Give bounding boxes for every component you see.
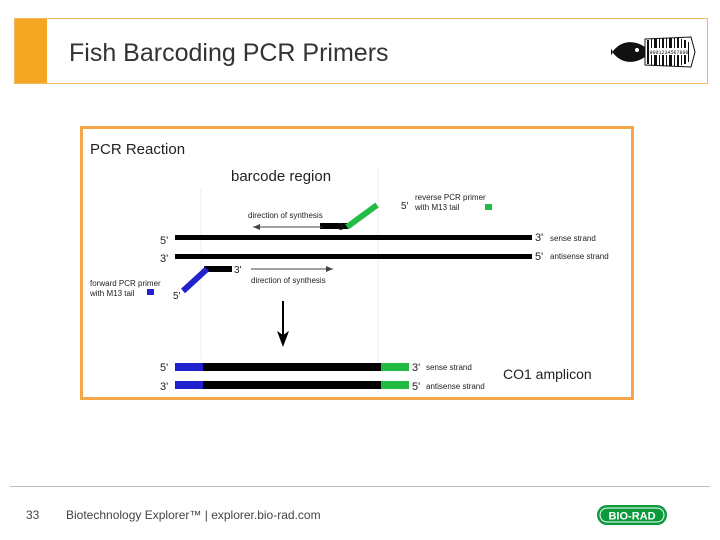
sense-template-strand xyxy=(175,235,532,240)
sense-strand-label: sense strand xyxy=(550,234,596,243)
biorad-logo: BIO-RAD xyxy=(596,504,668,531)
forward-primer-label: forward PCR primer xyxy=(90,279,161,288)
diagram-heading: PCR Reaction xyxy=(90,141,185,158)
direction-arrowhead-top xyxy=(253,224,260,230)
antisense-strand-label: antisense strand xyxy=(550,252,609,261)
biorad-logo-text: BIO-RAD xyxy=(608,511,655,523)
fish-barcode-logo: 9001234567890 xyxy=(609,27,697,82)
amplicon-antisense-forward-tail xyxy=(175,381,203,389)
amplicon-sense-core xyxy=(203,363,381,371)
fish-logo-digits: 9001234567890 xyxy=(649,50,688,56)
amplicon-sense-5prime: 5' xyxy=(160,362,168,374)
amplicon-antisense-3prime: 3' xyxy=(160,381,168,393)
footer-text: Biotechnology Explorer™ | explorer.bio-r… xyxy=(66,508,321,522)
amplicon-antisense-reverse-tail xyxy=(381,381,409,389)
reverse-primer-sublabel: with M13 tail xyxy=(414,203,460,212)
sense-5prime: 5' xyxy=(160,235,168,247)
amplicon-sense-reverse-tail xyxy=(381,363,409,371)
reverse-primer-3prime: 3' xyxy=(338,222,346,233)
antisense-5prime: 5' xyxy=(535,251,543,263)
antisense-template-strand xyxy=(175,254,532,259)
amplicon-antisense-5prime: 5' xyxy=(412,381,420,393)
title-bar: Fish Barcoding PCR Primers 9001234567890 xyxy=(14,18,708,84)
reverse-primer-5prime: 5' xyxy=(401,201,409,212)
direction-label-bottom: direction of synthesis xyxy=(251,276,326,285)
amplicon-antisense-label: antisense strand xyxy=(426,382,485,391)
amplicon-sense-forward-tail xyxy=(175,363,203,371)
forward-primer-binding xyxy=(204,266,232,272)
amplicon-antisense-core xyxy=(203,381,381,389)
title-accent xyxy=(15,19,47,83)
forward-primer-tail xyxy=(180,266,210,294)
reverse-primer-label: reverse PCR primer xyxy=(415,193,486,202)
forward-primer-swatch xyxy=(147,289,154,295)
forward-primer-5prime: 5' xyxy=(173,291,181,302)
footer-divider xyxy=(10,486,710,487)
page-title: Fish Barcoding PCR Primers xyxy=(69,39,389,67)
antisense-3prime: 3' xyxy=(160,253,168,265)
amplicon-label: CO1 amplicon xyxy=(503,366,592,382)
reverse-primer-tail xyxy=(345,202,379,230)
direction-label-top: direction of synthesis xyxy=(248,211,323,220)
amplicon-sense-label: sense strand xyxy=(426,363,472,372)
forward-primer-3prime: 3' xyxy=(234,265,242,276)
page-number: 33 xyxy=(26,508,40,522)
down-arrow-head xyxy=(277,331,289,347)
barcode-region-label: barcode region xyxy=(231,168,331,185)
pcr-diagram: PCR Reaction barcode region 3' 5' revers… xyxy=(80,126,634,400)
amplicon-sense-3prime: 3' xyxy=(412,362,420,374)
direction-arrowhead-bottom xyxy=(326,266,333,272)
reverse-primer-binding xyxy=(320,223,348,229)
sense-3prime: 3' xyxy=(535,232,543,244)
reverse-primer-swatch xyxy=(485,204,492,210)
forward-primer-sublabel: with M13 tail xyxy=(89,289,135,298)
